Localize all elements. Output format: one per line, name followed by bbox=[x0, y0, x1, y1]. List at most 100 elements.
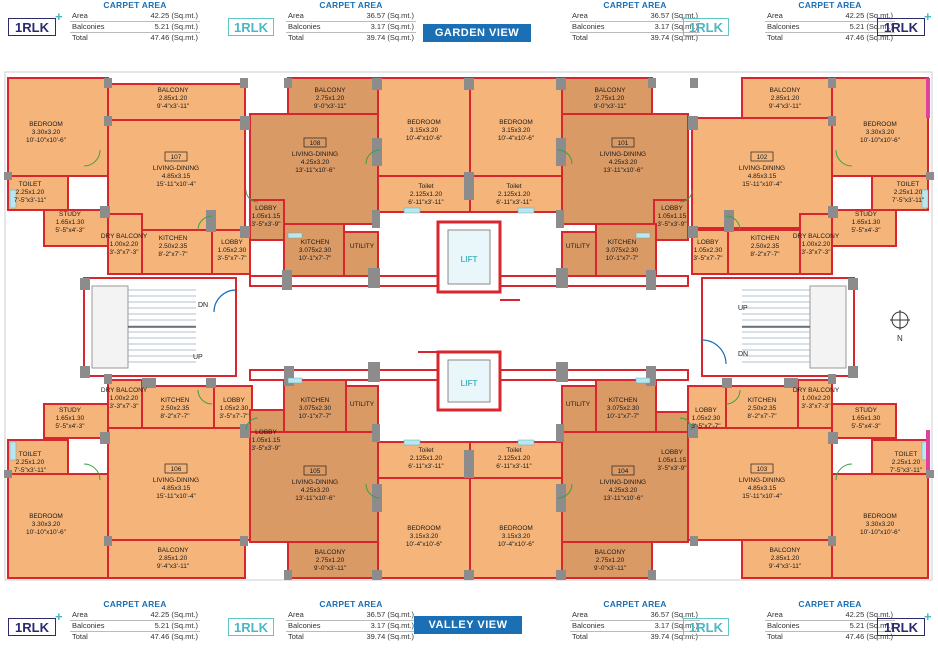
room-dimension-m: 3.30x3.20 bbox=[866, 521, 895, 528]
room-name: LOBBY bbox=[661, 205, 683, 212]
room-dimension-m: 1.05x1.15 bbox=[658, 213, 687, 220]
unit-number: 105 bbox=[310, 468, 321, 475]
room-name: Toilet bbox=[418, 183, 433, 190]
plus-icon: + bbox=[924, 9, 932, 24]
room-dimension-ft: 15'-11"x10'-4" bbox=[742, 181, 782, 188]
room-labels: BALCONY2.85x1.209'-4"x3'-11"BEDROOM3.30x… bbox=[14, 87, 925, 572]
room-name: BEDROOM bbox=[29, 513, 63, 520]
room-dimension-ft: 13'-11"x10'-6" bbox=[603, 495, 643, 502]
room-dimension-m: 1.65x1.30 bbox=[852, 415, 881, 422]
room-name: STUDY bbox=[59, 211, 82, 218]
lift-label: LIFT bbox=[461, 255, 478, 264]
unit-number-box bbox=[303, 137, 327, 148]
room-name: Toilet bbox=[506, 447, 521, 454]
room-dimension-m: 4.85x3.15 bbox=[748, 173, 777, 180]
unit-number: 108 bbox=[310, 140, 321, 147]
room-name: KITCHEN bbox=[301, 239, 330, 246]
room-dimension-m: 2.125x1.20 bbox=[498, 455, 531, 462]
room-dimension-ft: 7'-5"x3'-11" bbox=[14, 197, 47, 204]
room-name: KITCHEN bbox=[301, 397, 330, 404]
stair-down-label: DN bbox=[198, 302, 208, 309]
room-dimension-m: 2.85x1.20 bbox=[159, 95, 188, 102]
room-name: LOBBY bbox=[697, 239, 719, 246]
room-dimension-ft: 3'-5"x7'-7" bbox=[217, 255, 247, 262]
room-dimension-ft: 3'-5"x7'-7" bbox=[691, 423, 721, 430]
room-dimension-m: 2.75x1.20 bbox=[596, 95, 625, 102]
room-dimension-ft: 5'-5"x4'-3" bbox=[851, 227, 881, 234]
room-name: BEDROOM bbox=[863, 121, 897, 128]
carpet-area-title: CARPET AREA bbox=[798, 599, 862, 609]
unit-number: 106 bbox=[171, 466, 182, 473]
room-dimension-m: 1.05x2.30 bbox=[694, 247, 723, 254]
room-dimension-ft: 7'-5"x3'-11" bbox=[890, 467, 923, 474]
room-dimension-m: 2.85x1.20 bbox=[159, 555, 188, 562]
room-name: STUDY bbox=[855, 211, 878, 218]
room-dimension-ft: 10'-1"x7'-7" bbox=[299, 413, 332, 420]
room-dimension-ft: 10'-1"x7'-7" bbox=[606, 255, 639, 262]
room-name: BALCONY bbox=[157, 547, 189, 554]
room-dimension-ft: 9'-4"x3'-11" bbox=[157, 103, 190, 110]
room-dimension-ft: 10'-4"x10'-6" bbox=[498, 541, 535, 548]
room-name: STUDY bbox=[855, 407, 878, 414]
room-name: LIVING-DINING bbox=[600, 151, 646, 158]
room-dimension-m: 4.25x3.20 bbox=[301, 487, 330, 494]
room-name: LIVING-DINING bbox=[153, 165, 199, 172]
carpet-area-title: CARPET AREA bbox=[103, 599, 167, 609]
room-name: Toilet bbox=[418, 447, 433, 454]
valley-view-label: VALLEY VIEW bbox=[414, 616, 522, 634]
room-name: KITCHEN bbox=[751, 235, 780, 242]
room-name: LIVING-DINING bbox=[292, 151, 338, 158]
room-dimension-ft: 3'-3"x7'-3" bbox=[801, 403, 831, 410]
room-dimension-ft: 6'-11"x3'-11" bbox=[496, 199, 532, 206]
room-dimension-m: 1.00x2.20 bbox=[110, 241, 139, 248]
room-dimension-ft: 10'-4"x10'-6" bbox=[498, 135, 535, 142]
core-labels: LIFT LIFT DN UP UP DN N bbox=[193, 255, 903, 388]
carpet-area-title: CARPET AREA bbox=[319, 0, 383, 10]
room-dimension-m: 2.25x1.20 bbox=[16, 459, 45, 466]
room-dimension-m: 2.25x1.20 bbox=[892, 459, 921, 466]
room-name: LIVING-DINING bbox=[600, 479, 646, 486]
room-dimension-m: 4.25x3.20 bbox=[301, 159, 330, 166]
room-dimension-ft: 10'-1"x7'-7" bbox=[607, 413, 640, 420]
room-dimension-ft: 3'-5"x3'-9" bbox=[657, 221, 687, 228]
room-name: UTILITY bbox=[350, 243, 375, 250]
room-name: BALCONY bbox=[769, 547, 801, 554]
room-dimension-m: 3.075x2.30 bbox=[606, 247, 639, 254]
room-dimension-m: 2.85x1.20 bbox=[771, 555, 800, 562]
room-name: Toilet bbox=[506, 183, 521, 190]
room-name: KITCHEN bbox=[748, 397, 777, 404]
room-dimension-m: 4.85x3.15 bbox=[162, 173, 191, 180]
plus-icon: + bbox=[924, 609, 932, 624]
room-name: LIVING-DINING bbox=[739, 165, 785, 172]
room-dimension-ft: 8'-2"x7'-7" bbox=[160, 413, 190, 420]
room-name: BEDROOM bbox=[499, 119, 533, 126]
lift-label: LIFT bbox=[461, 379, 478, 388]
unit-number-box bbox=[750, 151, 774, 162]
room-dimension-ft: 13'-11"x10'-6" bbox=[603, 167, 643, 174]
room-name: TOILET bbox=[897, 181, 920, 188]
room-dimension-m: 3.15x3.20 bbox=[502, 127, 531, 134]
room-dimension-m: 2.85x1.20 bbox=[771, 95, 800, 102]
room-name: LIVING-DINING bbox=[153, 477, 199, 484]
room-dimension-ft: 3'-3"x7'-3" bbox=[109, 403, 139, 410]
room-dimension-ft: 7'-5"x3'-11" bbox=[892, 197, 925, 204]
room-dimension-m: 3.15x3.20 bbox=[410, 127, 439, 134]
room-dimension-m: 1.05x1.15 bbox=[658, 457, 687, 464]
room-dimension-m: 4.85x3.15 bbox=[162, 485, 191, 492]
room-name: DRY BALCONY bbox=[101, 387, 148, 394]
room-dimension-ft: 3'-5"x3'-9" bbox=[251, 445, 281, 452]
room-name: UTILITY bbox=[566, 243, 591, 250]
room-name: KITCHEN bbox=[161, 397, 190, 404]
plus-icon: + bbox=[55, 9, 63, 24]
room-dimension-m: 2.75x1.20 bbox=[596, 557, 625, 564]
room-name: KITCHEN bbox=[609, 397, 638, 404]
room-dimension-m: 2.25x1.20 bbox=[16, 189, 45, 196]
room-name: TOILET bbox=[19, 451, 42, 458]
room-dimension-m: 4.85x3.15 bbox=[748, 485, 777, 492]
room-dimension-ft: 3'-5"x7'-7" bbox=[693, 255, 723, 262]
room-dimension-m: 2.125x1.20 bbox=[410, 455, 443, 462]
